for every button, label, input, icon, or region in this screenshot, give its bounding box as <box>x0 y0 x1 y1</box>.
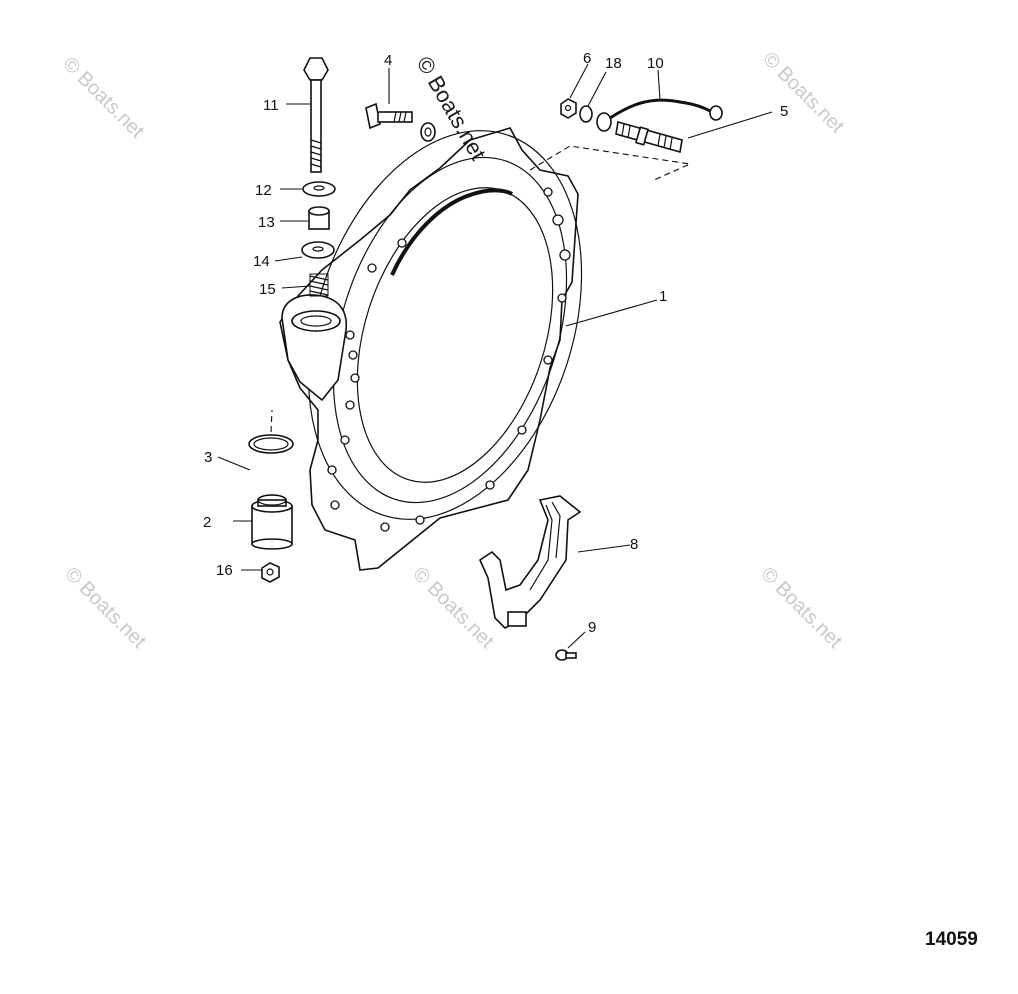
spring-15 <box>309 273 329 297</box>
washer-14 <box>301 241 335 259</box>
stud-5-guide <box>529 145 692 181</box>
callout-16: 16 <box>216 562 233 579</box>
watermark-bottom-right: © Boats.net <box>756 563 846 653</box>
callout-1: 1 <box>659 288 667 305</box>
callout-11: 11 <box>263 97 279 114</box>
ground-strap-10 <box>596 98 723 132</box>
watermark-top-right: © Boats.net <box>758 48 848 138</box>
nut-16 <box>261 562 280 583</box>
bushing-13 <box>308 206 330 230</box>
bolt-11 <box>303 57 329 173</box>
flywheel-housing <box>279 127 583 571</box>
callout-2: 2 <box>203 514 211 531</box>
callout-15: 15 <box>259 281 276 298</box>
callout-3: 3 <box>204 449 212 466</box>
callout-18: 18 <box>605 55 622 72</box>
washer-12 <box>302 181 336 197</box>
callout-5: 5 <box>780 103 788 120</box>
callout-8: 8 <box>630 536 638 553</box>
callout-6: 6 <box>583 50 591 67</box>
callout-9: 9 <box>588 619 596 636</box>
watermark-top-left: © Boats.net <box>58 53 148 143</box>
bolt-4 <box>365 102 413 130</box>
nut-6 <box>560 98 577 119</box>
callout-10: 10 <box>647 55 664 72</box>
mount-centerline <box>270 409 273 433</box>
washer-18 <box>579 105 593 123</box>
leader-lines <box>217 63 773 649</box>
o-ring-3 <box>248 434 294 454</box>
callout-labels: 1 2 3 4 5 6 8 9 10 11 12 13 14 15 16 18 <box>203 50 788 636</box>
bracket-8 <box>478 495 582 629</box>
callout-4: 4 <box>384 52 392 69</box>
mount-2 <box>251 494 293 550</box>
watermark-bottom-center: © Boats.net <box>408 563 498 653</box>
callout-13: 13 <box>258 214 275 231</box>
screw-9 <box>555 649 577 661</box>
watermark-bottom-left: © Boats.net <box>60 563 150 653</box>
callout-12: 12 <box>255 182 272 199</box>
stud-5 <box>615 120 683 154</box>
figure-number: 14059 <box>925 929 978 950</box>
callout-14: 14 <box>253 253 270 270</box>
washer-7 <box>420 122 436 142</box>
